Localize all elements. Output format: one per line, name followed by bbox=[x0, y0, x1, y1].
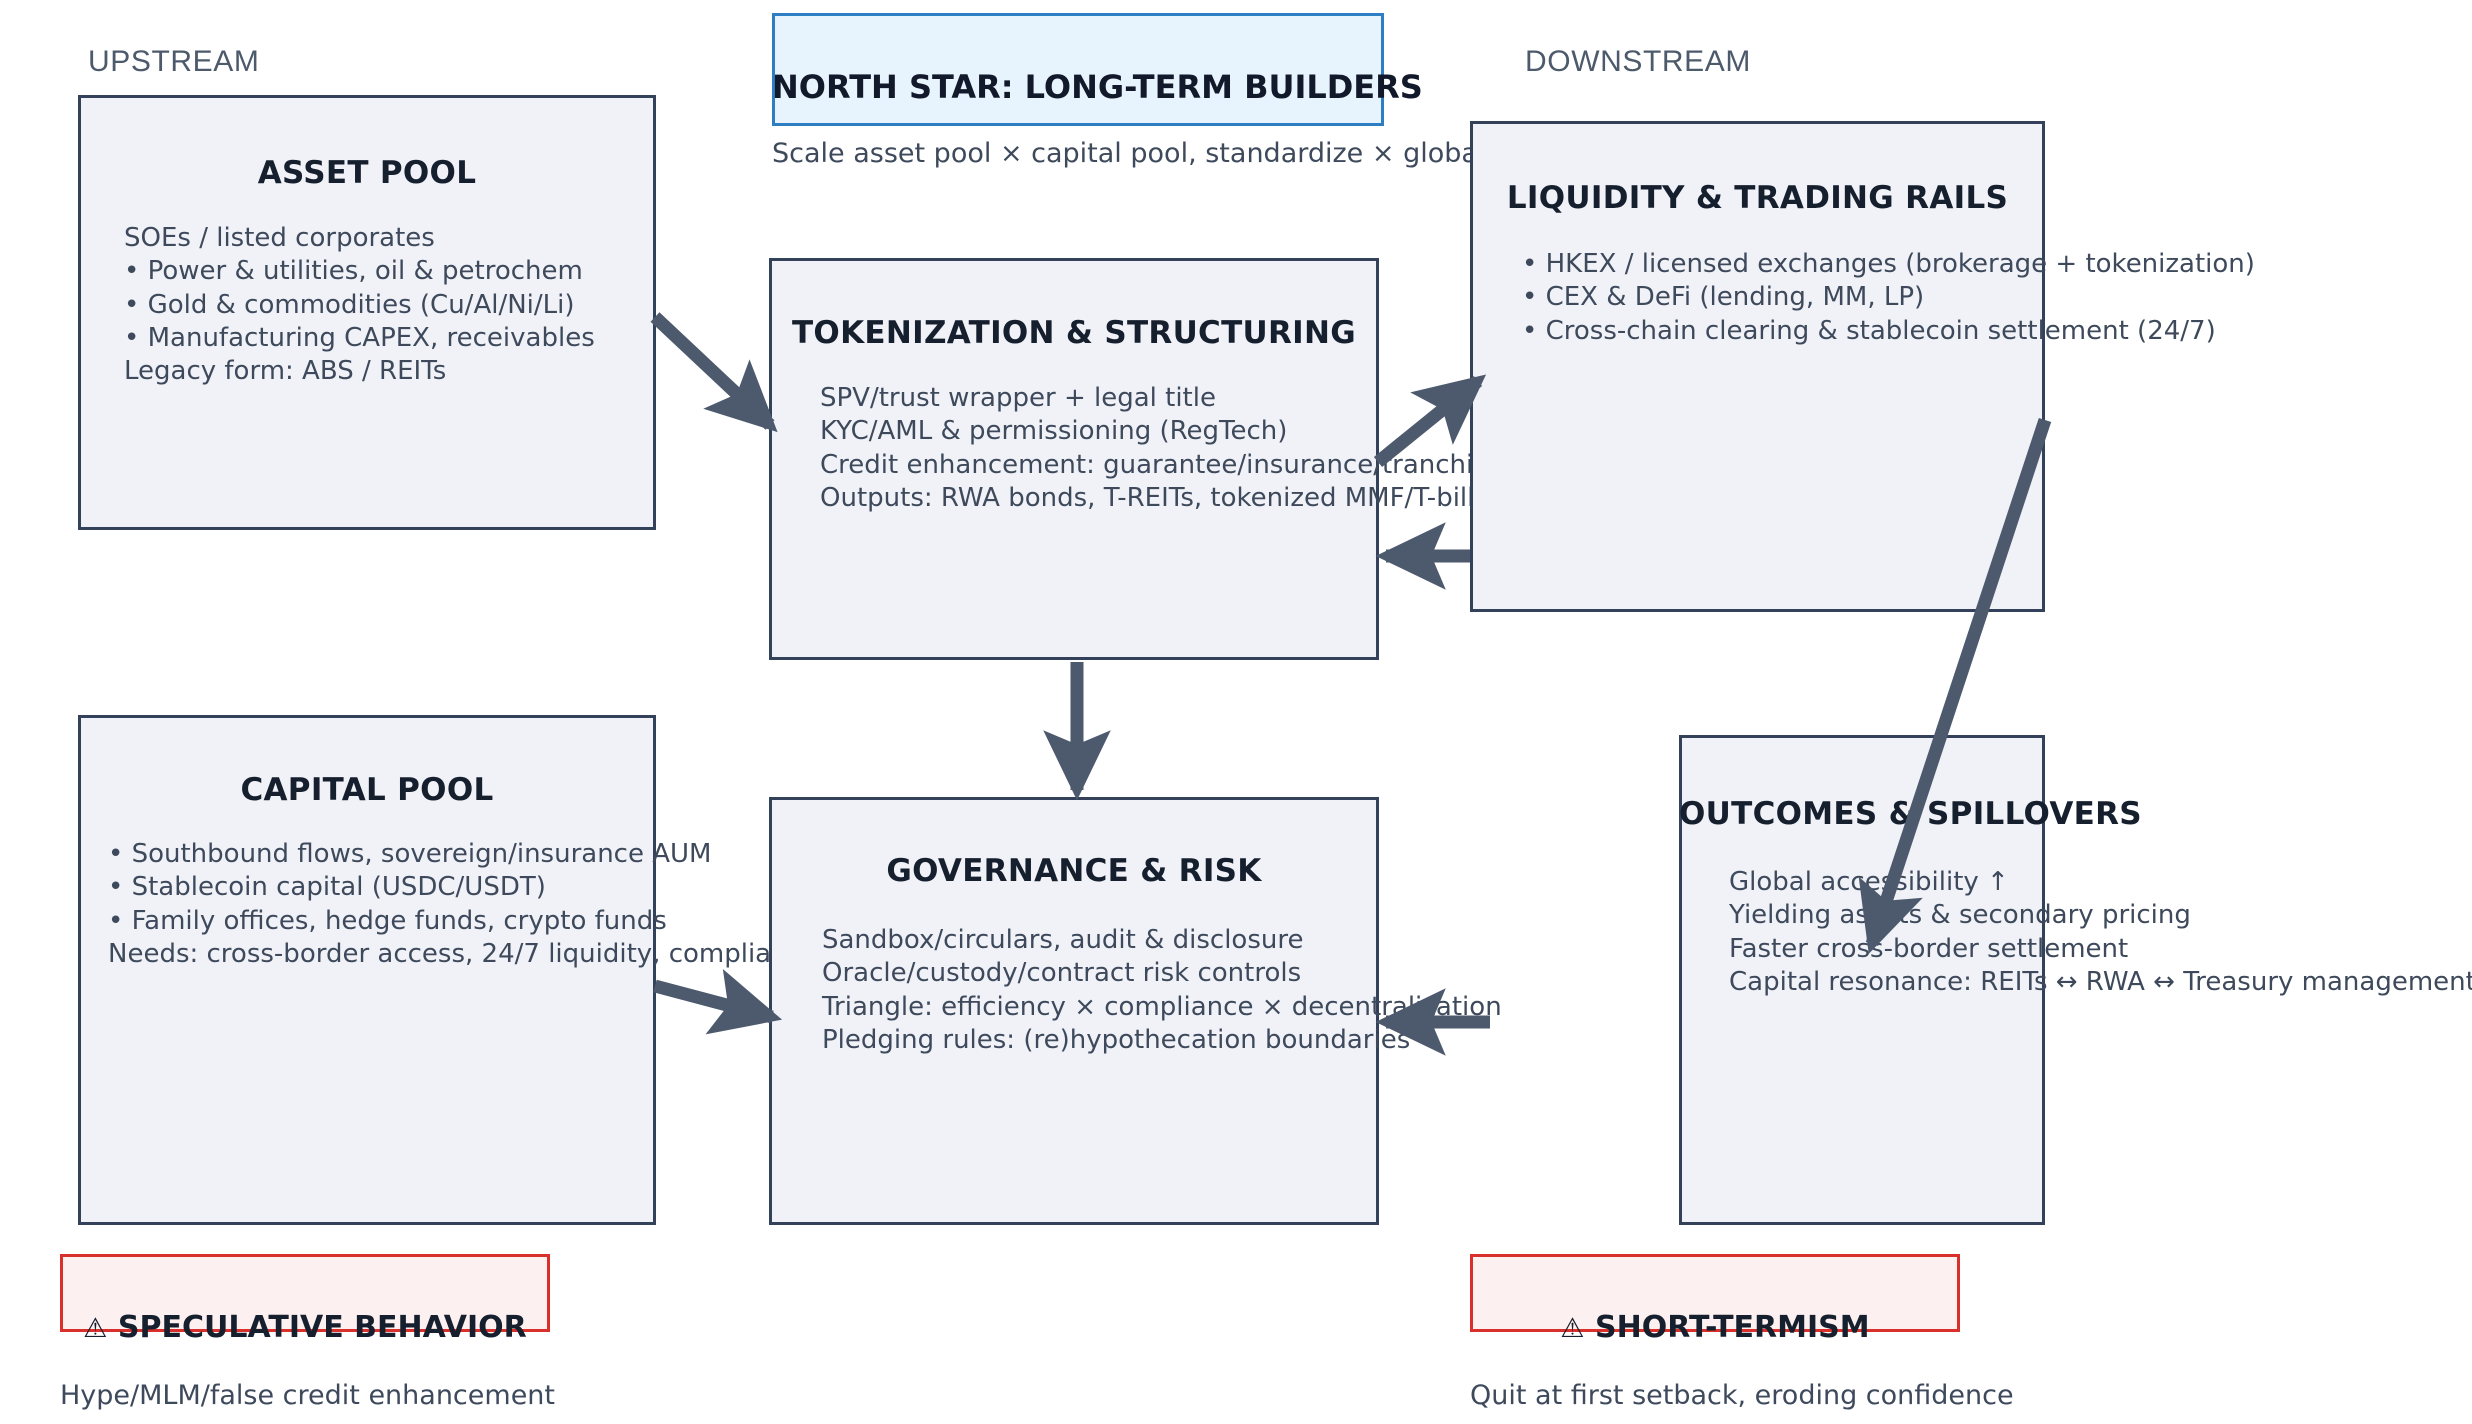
asset-pool-line-3: • Gold & commodities (Cu/Al/Ni/Li) bbox=[124, 289, 575, 320]
capital-pool-line-3: • Family offices, hedge funds, crypto fu… bbox=[108, 905, 667, 936]
liquidity-line-1: • HKEX / licensed exchanges (brokerage +… bbox=[1522, 249, 2255, 279]
tokenization-line-1: SPV/trust wrapper + legal title bbox=[820, 383, 1216, 413]
liquidity-line-3: • Cross-chain clearing & stablecoin sett… bbox=[1522, 315, 2216, 346]
asset-pool-line-1: SOEs / listed corporates bbox=[124, 223, 435, 253]
lane-label-downstream: DOWNSTREAM bbox=[1525, 45, 1751, 78]
warning-title-speculative-behavior: ⚠ SPECULATIVE BEHAVIOR bbox=[60, 1310, 550, 1345]
governance-line-3: Triangle: efficiency × compliance × dece… bbox=[822, 991, 1502, 1022]
node-asset-pool-title: ASSET POOL bbox=[257, 155, 477, 191]
governance-line-2: Oracle/custody/contract risk controls bbox=[822, 958, 1302, 989]
warning-triangle-icon: ⚠ bbox=[1560, 1313, 1585, 1344]
north-star-subtitle: Scale asset pool × capital pool, standar… bbox=[772, 138, 1524, 169]
outcomes-line-2: Yielding assets & secondary pricing bbox=[1729, 900, 2191, 931]
node-capital-pool-title: CAPITAL POOL bbox=[240, 772, 494, 808]
warning-triangle-icon: ⚠ bbox=[83, 1313, 108, 1344]
asset-pool-line-4: • Manufacturing CAPEX, receivables bbox=[124, 322, 595, 353]
node-tokenization[interactable] bbox=[769, 258, 1379, 660]
capital-pool-line-4: Needs: cross-border access, 24/7 liquidi… bbox=[108, 938, 818, 969]
liquidity-line-2: • CEX & DeFi (lending, MM, LP) bbox=[1522, 282, 1925, 313]
warning-box-short-termism bbox=[1470, 1254, 1960, 1332]
capital-pool-line-1: • Southbound flows, sovereign/insurance … bbox=[108, 839, 712, 869]
tokenization-line-4: Outputs: RWA bonds, T-REITs, tokenized M… bbox=[820, 482, 1488, 513]
tokenization-line-2: KYC/AML & permissioning (RegTech) bbox=[820, 416, 1288, 447]
arrow-capital-pool-to-governance bbox=[653, 969, 783, 1035]
node-capital-pool[interactable] bbox=[78, 715, 656, 1225]
node-asset-pool-body: SOEs / listed corporates • Power & utili… bbox=[124, 222, 595, 388]
warning-label-short-termism: SHORT-TERMISM bbox=[1595, 1310, 1870, 1345]
asset-pool-line-2: • Power & utilities, oil & petrochem bbox=[124, 256, 583, 287]
warning-caption-speculative-behavior: Hype/MLM/false credit enhancement bbox=[60, 1380, 556, 1411]
node-asset-pool[interactable] bbox=[78, 95, 656, 530]
warning-caption-short-termism: Quit at first setback, eroding confidenc… bbox=[1470, 1380, 2014, 1411]
warning-box-speculative-behavior bbox=[60, 1254, 550, 1332]
outcomes-line-1: Global accessibility ↑ bbox=[1729, 867, 2009, 897]
outcomes-line-4: Capital resonance: REITs ↔ RWA ↔ Treasur… bbox=[1729, 966, 2472, 997]
node-outcomes-title: OUTCOMES & SPILLOVERS bbox=[1679, 796, 2142, 832]
warning-title-short-termism: ⚠ SHORT-TERMISM bbox=[1470, 1310, 1960, 1345]
node-governance-body: Sandbox/circulars, audit & disclosure Or… bbox=[822, 924, 1502, 1057]
node-governance-title: GOVERNANCE & RISK bbox=[886, 853, 1262, 889]
governance-line-1: Sandbox/circulars, audit & disclosure bbox=[822, 925, 1304, 955]
arrow-asset-pool-to-tokenization bbox=[650, 312, 778, 433]
node-tokenization-title: TOKENIZATION & STRUCTURING bbox=[791, 315, 1356, 351]
governance-line-4: Pledging rules: (re)hypothecation bounda… bbox=[822, 1024, 1411, 1055]
north-star-title: NORTH STAR: LONG-TERM BUILDERS bbox=[772, 68, 1423, 106]
node-liquidity-body: • HKEX / licensed exchanges (brokerage +… bbox=[1522, 248, 2255, 348]
north-star-box bbox=[772, 13, 1384, 126]
capital-pool-line-2: • Stablecoin capital (USDC/USDT) bbox=[108, 872, 546, 903]
node-outcomes-body: Global accessibility ↑ Yielding assets &… bbox=[1729, 866, 2472, 999]
lane-label-upstream: UPSTREAM bbox=[88, 45, 260, 78]
node-capital-pool-body: • Southbound flows, sovereign/insurance … bbox=[108, 838, 818, 971]
outcomes-line-3: Faster cross-border settlement bbox=[1729, 933, 2129, 964]
asset-pool-line-5: Legacy form: ABS / REITs bbox=[124, 356, 447, 387]
warning-label-speculative-behavior: SPECULATIVE BEHAVIOR bbox=[117, 1310, 527, 1345]
node-liquidity-title: LIQUIDITY & TRADING RAILS bbox=[1506, 180, 2009, 216]
